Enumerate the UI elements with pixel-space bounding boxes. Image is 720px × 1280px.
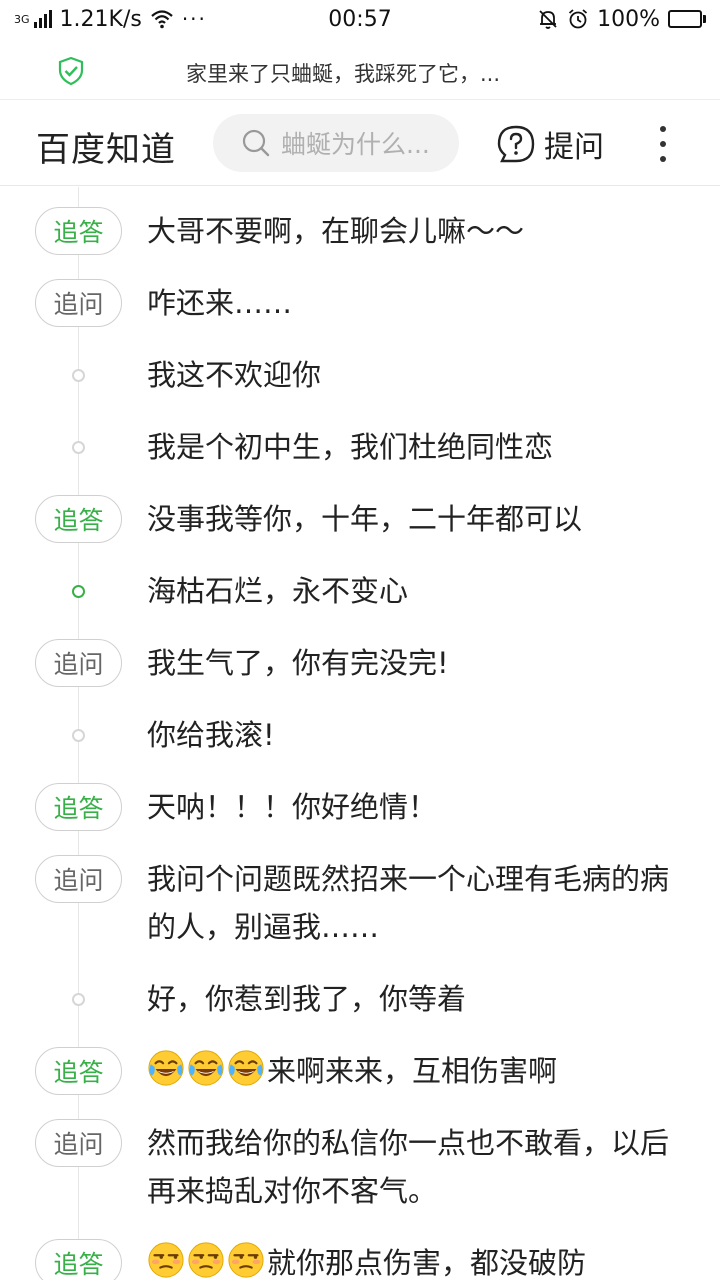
laugh-cry-emoji-icon <box>227 1049 265 1087</box>
search-input[interactable]: 蛐蜒为什么... <box>213 114 459 172</box>
mute-bell-icon <box>539 10 557 29</box>
follow-question-tag: 追问 <box>35 1119 122 1167</box>
message-text: 天呐！！！你好绝情！ <box>147 783 687 831</box>
message-body: 好，你惹到我了，你等着 <box>147 982 467 1016</box>
wifi-icon <box>151 10 173 29</box>
message-body: 然而我给你的私信你一点也不敢看，以后再来捣乱对你不客气。 <box>147 1126 670 1208</box>
more-notifications-icon: ··· <box>181 7 207 31</box>
message-body: 海枯石烂，永不变心 <box>147 574 409 608</box>
battery-icon <box>668 10 706 28</box>
timeline-dot <box>72 585 85 598</box>
message-text: 我问个问题既然招来一个心理有毛病的病的人，别逼我…… <box>147 855 687 951</box>
follow-answer-tag: 追答 <box>35 495 122 543</box>
search-icon <box>242 129 270 157</box>
alarm-icon <box>569 9 588 29</box>
follow-answer-tag: 追答 <box>35 783 122 831</box>
ask-question-button[interactable]: 提问 <box>496 122 604 166</box>
message-body: 天呐！！！你好绝情！ <box>147 790 438 824</box>
follow-question-tag: 追问 <box>35 279 122 327</box>
message-body: 就你那点伤害，都没破防 <box>267 1246 587 1280</box>
follow-answer-tag: 追答 <box>35 1047 122 1095</box>
conversation-thread: 追答大哥不要啊，在聊会儿嘛～～追问咋还来……我这不欢迎你我是个初中生，我们杜绝同… <box>0 187 720 1280</box>
follow-question-tag: 追问 <box>35 855 122 903</box>
status-right: 100% <box>537 7 706 32</box>
message-text: 大哥不要啊，在聊会儿嘛～～ <box>147 207 687 255</box>
message-body: 我问个问题既然招来一个心理有毛病的病的人，别逼我…… <box>147 862 670 944</box>
message-text: 好，你惹到我了，你等着 <box>147 975 687 1023</box>
more-menu-icon[interactable] <box>648 126 678 162</box>
laugh-cry-emoji-icon <box>147 1049 185 1087</box>
notification-text: 家里来了只蛐蜒，我踩死了它，... <box>186 62 501 86</box>
question-bubble-icon <box>497 125 535 163</box>
message-text: 海枯石烂，永不变心 <box>147 567 687 615</box>
unamused-emoji-icon <box>147 1241 185 1279</box>
notification-bar[interactable]: 家里来了只蛐蜒，我踩死了它，... <box>0 42 720 100</box>
status-bar: 3G 1.21K/s ··· 00:57 100% <box>0 0 720 38</box>
timeline-dot <box>72 369 85 382</box>
message-text: 我这不欢迎你 <box>147 351 687 399</box>
status-left: 3G 1.21K/s ··· <box>14 7 207 32</box>
message-text: 然而我给你的私信你一点也不敢看，以后再来捣乱对你不客气。 <box>147 1119 687 1215</box>
network-speed: 1.21K/s <box>59 6 142 32</box>
network-type: 3G <box>14 12 30 26</box>
message-text: 我生气了，你有完没完! <box>147 639 687 687</box>
unamused-emoji-icon <box>187 1241 225 1279</box>
laugh-cry-emoji-icon <box>187 1049 225 1087</box>
battery-percent: 100% <box>597 6 660 32</box>
message-text: 咋还来…… <box>147 279 687 327</box>
message-text: 你给我滚! <box>147 711 687 759</box>
message-text: 我是个初中生，我们杜绝同性恋 <box>147 423 687 471</box>
message-body: 我这不欢迎你 <box>147 358 322 392</box>
ask-label: 提问 <box>544 130 604 165</box>
message-text: 就你那点伤害，都没破防 <box>147 1239 687 1280</box>
timeline-dot <box>72 729 85 742</box>
search-placeholder: 蛐蜒为什么... <box>281 130 430 159</box>
message-body: 你给我滚! <box>147 718 275 752</box>
follow-answer-tag: 追答 <box>35 207 122 255</box>
message-body: 来啊来来，互相伤害啊 <box>267 1054 558 1088</box>
timeline-dot <box>72 993 85 1006</box>
app-header: 百度知道 蛐蜒为什么... 提问 <box>0 100 720 186</box>
unamused-emoji-icon <box>227 1241 265 1279</box>
message-body: 大哥不要啊，在聊会儿嘛～～ <box>147 214 525 248</box>
message-body: 咋还来…… <box>147 286 293 320</box>
app-title[interactable]: 百度知道 <box>36 130 176 170</box>
shield-check-icon <box>58 56 84 86</box>
follow-question-tag: 追问 <box>35 639 122 687</box>
message-body: 我是个初中生，我们杜绝同性恋 <box>147 430 554 464</box>
message-text: 没事我等你，十年，二十年都可以 <box>147 495 687 543</box>
message-body: 我生气了，你有完没完! <box>147 646 449 680</box>
timeline-dot <box>72 441 85 454</box>
follow-answer-tag: 追答 <box>35 1239 122 1280</box>
message-text: 来啊来来，互相伤害啊 <box>147 1047 687 1095</box>
message-body: 没事我等你，十年，二十年都可以 <box>147 502 583 536</box>
signal-icon <box>33 10 52 28</box>
